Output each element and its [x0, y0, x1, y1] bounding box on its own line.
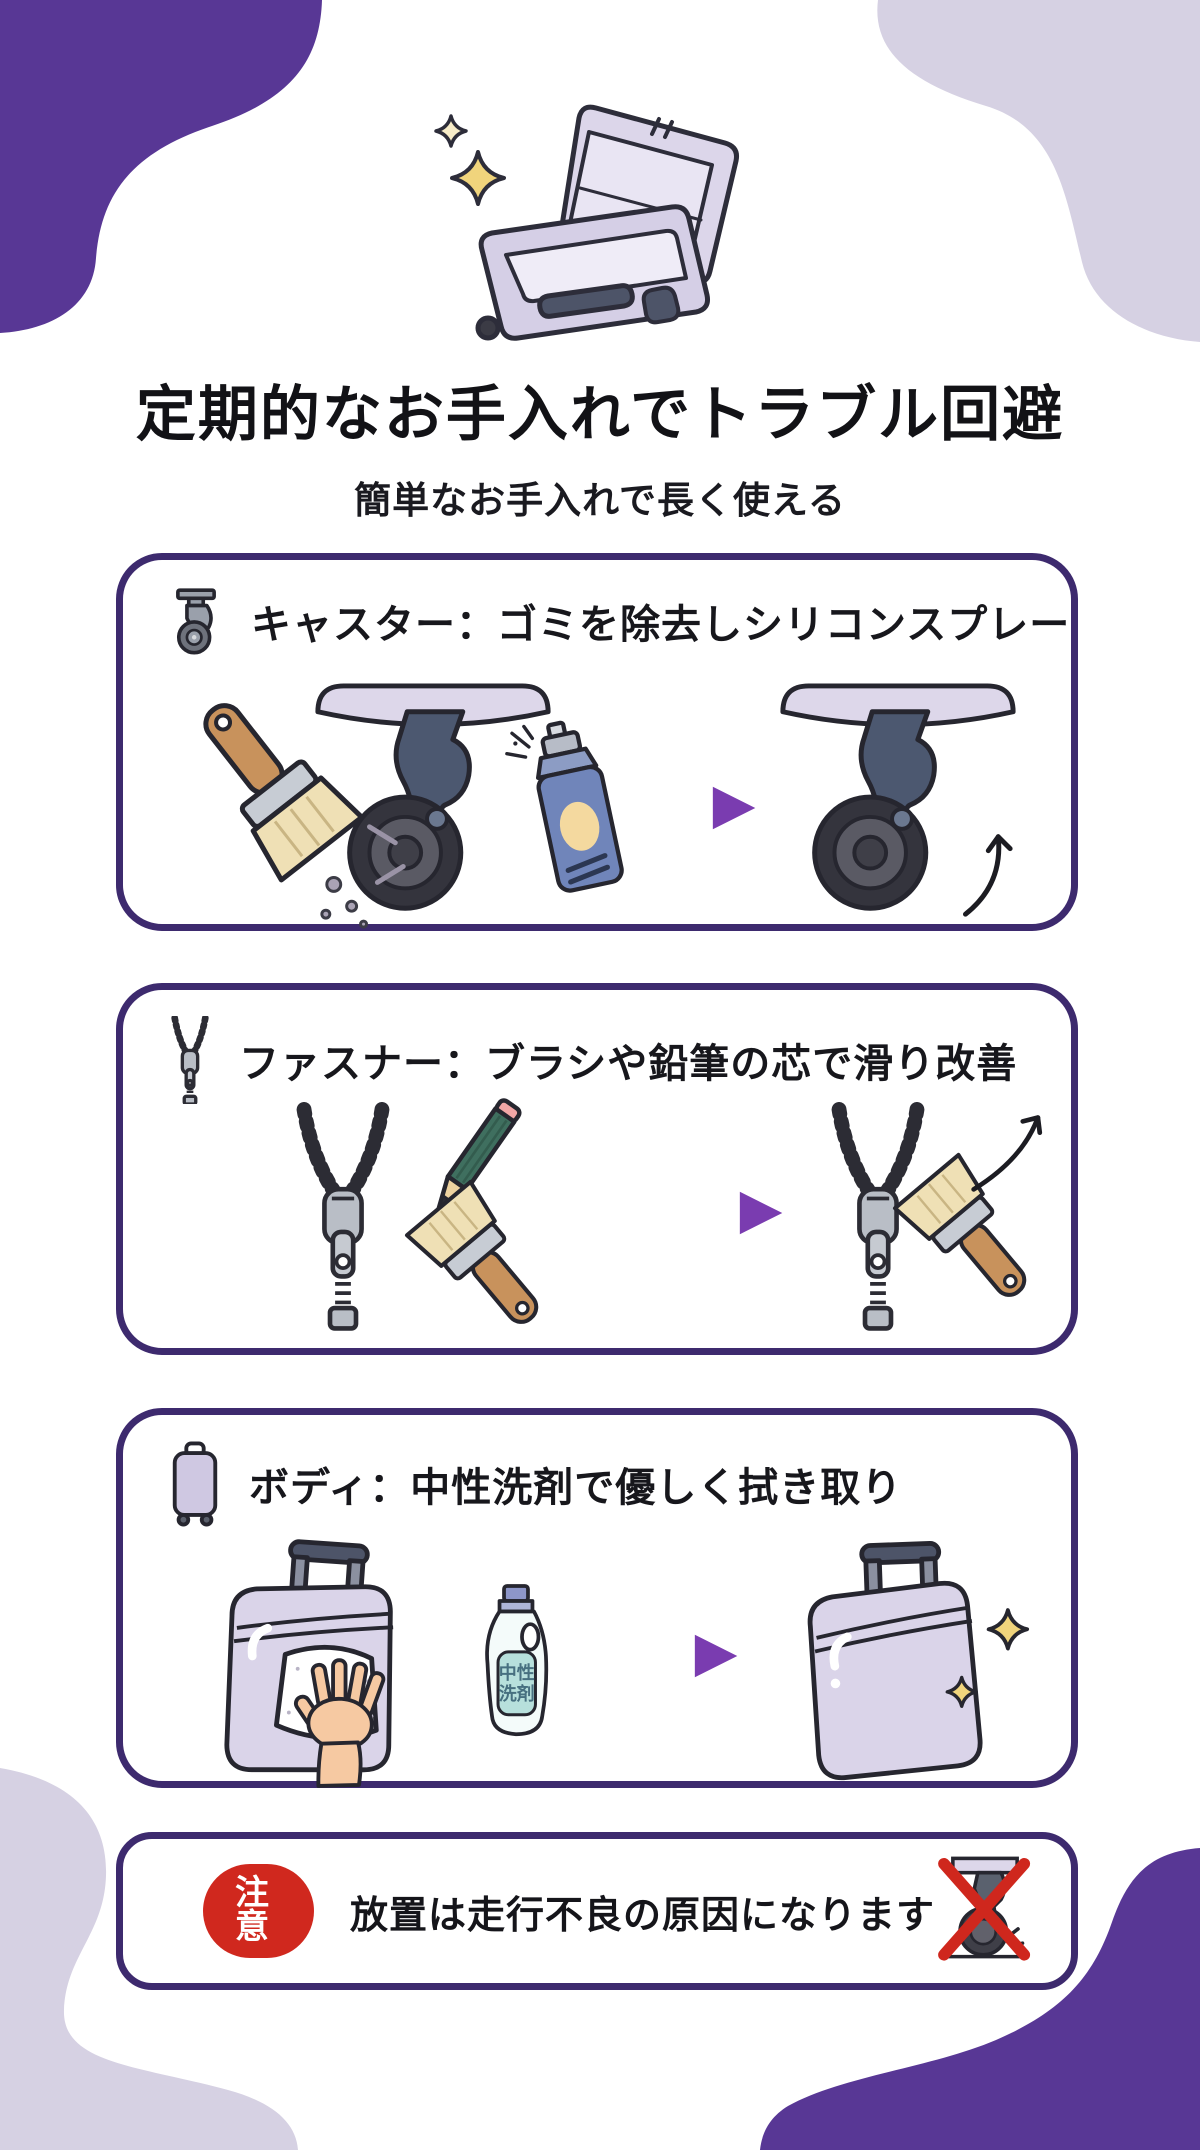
brush-illustration — [387, 1164, 580, 1361]
spray-can-illustration — [495, 718, 635, 910]
motion-arrow-icon — [962, 834, 1013, 917]
motion-arrow-icon — [968, 1108, 1053, 1200]
page-title: 定期的なお手入れでトラブル回避 — [135, 381, 1065, 448]
brush-illustration — [875, 1137, 1068, 1334]
detergent-bottle-illustration: 中性 洗剤 — [471, 1583, 561, 1745]
sparkle-icon — [450, 150, 506, 206]
zipper-icon — [171, 1016, 209, 1104]
caster-icon — [176, 588, 216, 655]
zipper-open-illustration — [278, 1102, 408, 1337]
arrow-right-icon — [655, 1186, 790, 1242]
open-suitcase-illustration — [424, 90, 769, 342]
card-caster-header: キャスター：ゴミを除去しシリコンスプレー — [167, 586, 1070, 656]
card-caster: キャスター：ゴミを除去しシリコンスプレー — [116, 553, 1078, 931]
suitcase-wiping-illustration — [185, 1533, 435, 1788]
detergent-label-line1: 中性 — [499, 1662, 535, 1683]
arrow-right-icon — [628, 781, 763, 837]
card-zipper: ファスナー：ブラシや鉛筆の芯で滑り改善 — [116, 983, 1078, 1355]
open-suitcase-icon — [434, 104, 739, 341]
card-body-header: ボディ：中性洗剤で優しく拭き取り — [167, 1441, 902, 1527]
pencil-illustration — [395, 1090, 545, 1240]
card-zipper-title: ファスナー：ブラシや鉛筆の芯で滑り改善 — [239, 1042, 1018, 1086]
clean-caster-illustration — [768, 678, 1028, 936]
card-body: ボディ：中性洗剤で優しく拭き取り — [116, 1408, 1078, 1788]
card-zipper-header: ファスナー：ブラシや鉛筆の芯で滑り改善 — [167, 1016, 1017, 1104]
dirty-caster-illustration — [303, 678, 563, 936]
blob-top-right — [877, 0, 1200, 342]
arrow-right-icon — [610, 1629, 745, 1685]
hand — [293, 1658, 386, 1788]
zipper-after-illustration — [813, 1102, 943, 1337]
crossed-caster-icon — [935, 1853, 1035, 1969]
sparkle-icon — [945, 1675, 978, 1708]
sparkle-icon — [434, 114, 468, 148]
card-caster-title: キャスター：ゴミを除去しシリコンスプレー — [251, 603, 1071, 647]
card-body-title: ボディ：中性洗剤で優しく拭き取り — [249, 1466, 903, 1510]
red-x-mark — [938, 1857, 1031, 1961]
sparkle-icon — [986, 1608, 1030, 1651]
clean-suitcase-illustration — [773, 1535, 1033, 1787]
page-subtitle: 簡単なお手入れで長く使える — [354, 480, 846, 521]
blob-top-left — [0, 0, 322, 333]
detergent-label-line2: 洗剤 — [499, 1683, 535, 1704]
suitcase-icon — [172, 1441, 218, 1527]
warning-text: 放置は走行不良の原因になります — [349, 1894, 935, 1937]
warning-card: 注意 放置は走行不良の原因になります — [116, 1832, 1078, 1990]
warning-badge: 注意 — [203, 1864, 314, 1958]
